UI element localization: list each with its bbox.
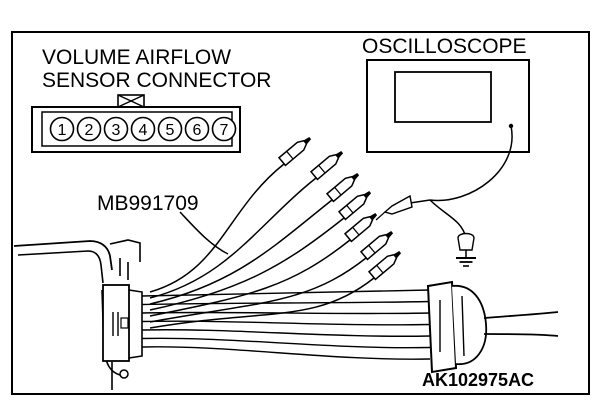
alligator-clip-icon [337, 191, 372, 221]
connector-pin-number: 4 [139, 122, 148, 139]
ground-icon [456, 250, 476, 267]
harness-tool-label: MB991709 [97, 192, 199, 215]
test-lead-wire [149, 239, 351, 317]
connector-pin-number: 3 [112, 122, 121, 139]
connector-pin-circle [157, 116, 183, 142]
connector-pin-number: 6 [193, 122, 202, 139]
connector-pin-number: 2 [85, 122, 94, 139]
harness-wire [141, 346, 431, 360]
test-leads [149, 137, 402, 329]
harness-tool-leader-line [179, 211, 229, 255]
harness-wire [141, 289, 431, 297]
connector-pin-circle [103, 116, 129, 142]
diagram-border [11, 31, 590, 395]
oscilloscope [366, 59, 530, 153]
connector-pin: 5 [157, 116, 183, 142]
alligator-clip-icon [309, 151, 344, 181]
vehicle-harness-connector [426, 280, 559, 374]
connector-pin: 3 [103, 116, 129, 142]
test-lead-wire [149, 177, 317, 299]
connector-pin-circle [184, 116, 210, 142]
connector-pins: 1 2 3 4 5 6 7 [49, 116, 237, 142]
alligator-clip-icon [343, 213, 378, 243]
connector-pin: 6 [184, 116, 210, 142]
connector-pin-number: 5 [166, 122, 175, 139]
alligator-clip-icon [359, 231, 394, 261]
oscilloscope-probe-cable [375, 125, 513, 251]
harness-plug-connector [102, 284, 143, 362]
airflow-sensor-housing [13, 239, 141, 395]
connector-pin: 1 [49, 116, 75, 142]
connector-pin: 4 [130, 116, 156, 142]
connector-pin-number: 1 [58, 122, 67, 139]
figure-code: AK102975AC [422, 370, 534, 390]
test-lead-wire [149, 217, 345, 311]
test-lead-wire [149, 199, 333, 305]
connector-pin-circle [49, 116, 75, 142]
connector-pin: 2 [76, 116, 102, 142]
test-lead-wire [149, 257, 367, 323]
connector-pin-number: 7 [220, 122, 229, 139]
connector-title-line2: SENSOR CONNECTOR [42, 69, 271, 92]
test-lead-wire [149, 163, 285, 293]
oscilloscope-label: OSCILLOSCOPE [362, 35, 527, 58]
connector-pin: 7 [211, 116, 237, 142]
connector-pin-circle [130, 116, 156, 142]
alligator-clip-icon [325, 173, 360, 203]
connector-latch-icon [117, 94, 145, 108]
alligator-clip-icon [367, 251, 402, 281]
connector-title-line1: VOLUME AIRFLOW [42, 46, 231, 69]
alligator-clip-icon [277, 137, 312, 167]
connector-pin-circle [76, 116, 102, 142]
harness-wires [141, 289, 431, 360]
volume-airflow-sensor-connector: 1 2 3 4 5 6 7 [31, 106, 241, 153]
harness-wire [141, 329, 431, 337]
connector-pin-circle [211, 116, 237, 142]
harness-wire [141, 337, 431, 349]
harness-wire [141, 320, 431, 326]
test-lead-wire [149, 277, 375, 329]
